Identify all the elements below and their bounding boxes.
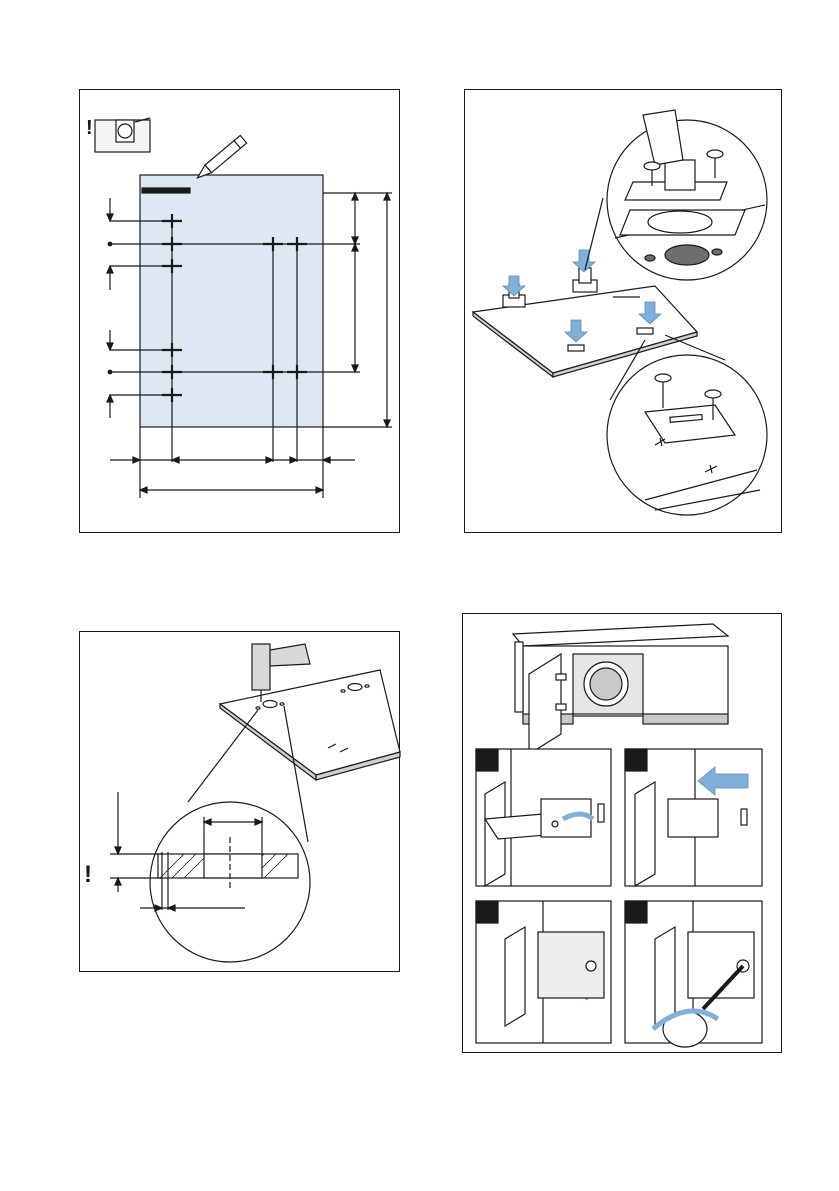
door-marking-drawing: ! bbox=[80, 90, 401, 534]
figure-door-adjustment bbox=[462, 613, 782, 1053]
hinge-plate-drawing bbox=[465, 90, 783, 534]
washing-machine-icon bbox=[513, 624, 728, 754]
warning-mark: ! bbox=[86, 117, 93, 139]
figure-drilling: ! bbox=[79, 631, 400, 972]
warning-mark: ! bbox=[84, 861, 92, 888]
drilling-drawing: ! bbox=[80, 632, 401, 973]
figure-door-marking: ! bbox=[79, 89, 400, 533]
door-panel bbox=[140, 175, 323, 427]
door-adjustment-drawing bbox=[463, 614, 783, 1054]
figure-hinge-plate-mounting bbox=[464, 89, 782, 533]
hinge-reference-icon bbox=[95, 118, 150, 152]
